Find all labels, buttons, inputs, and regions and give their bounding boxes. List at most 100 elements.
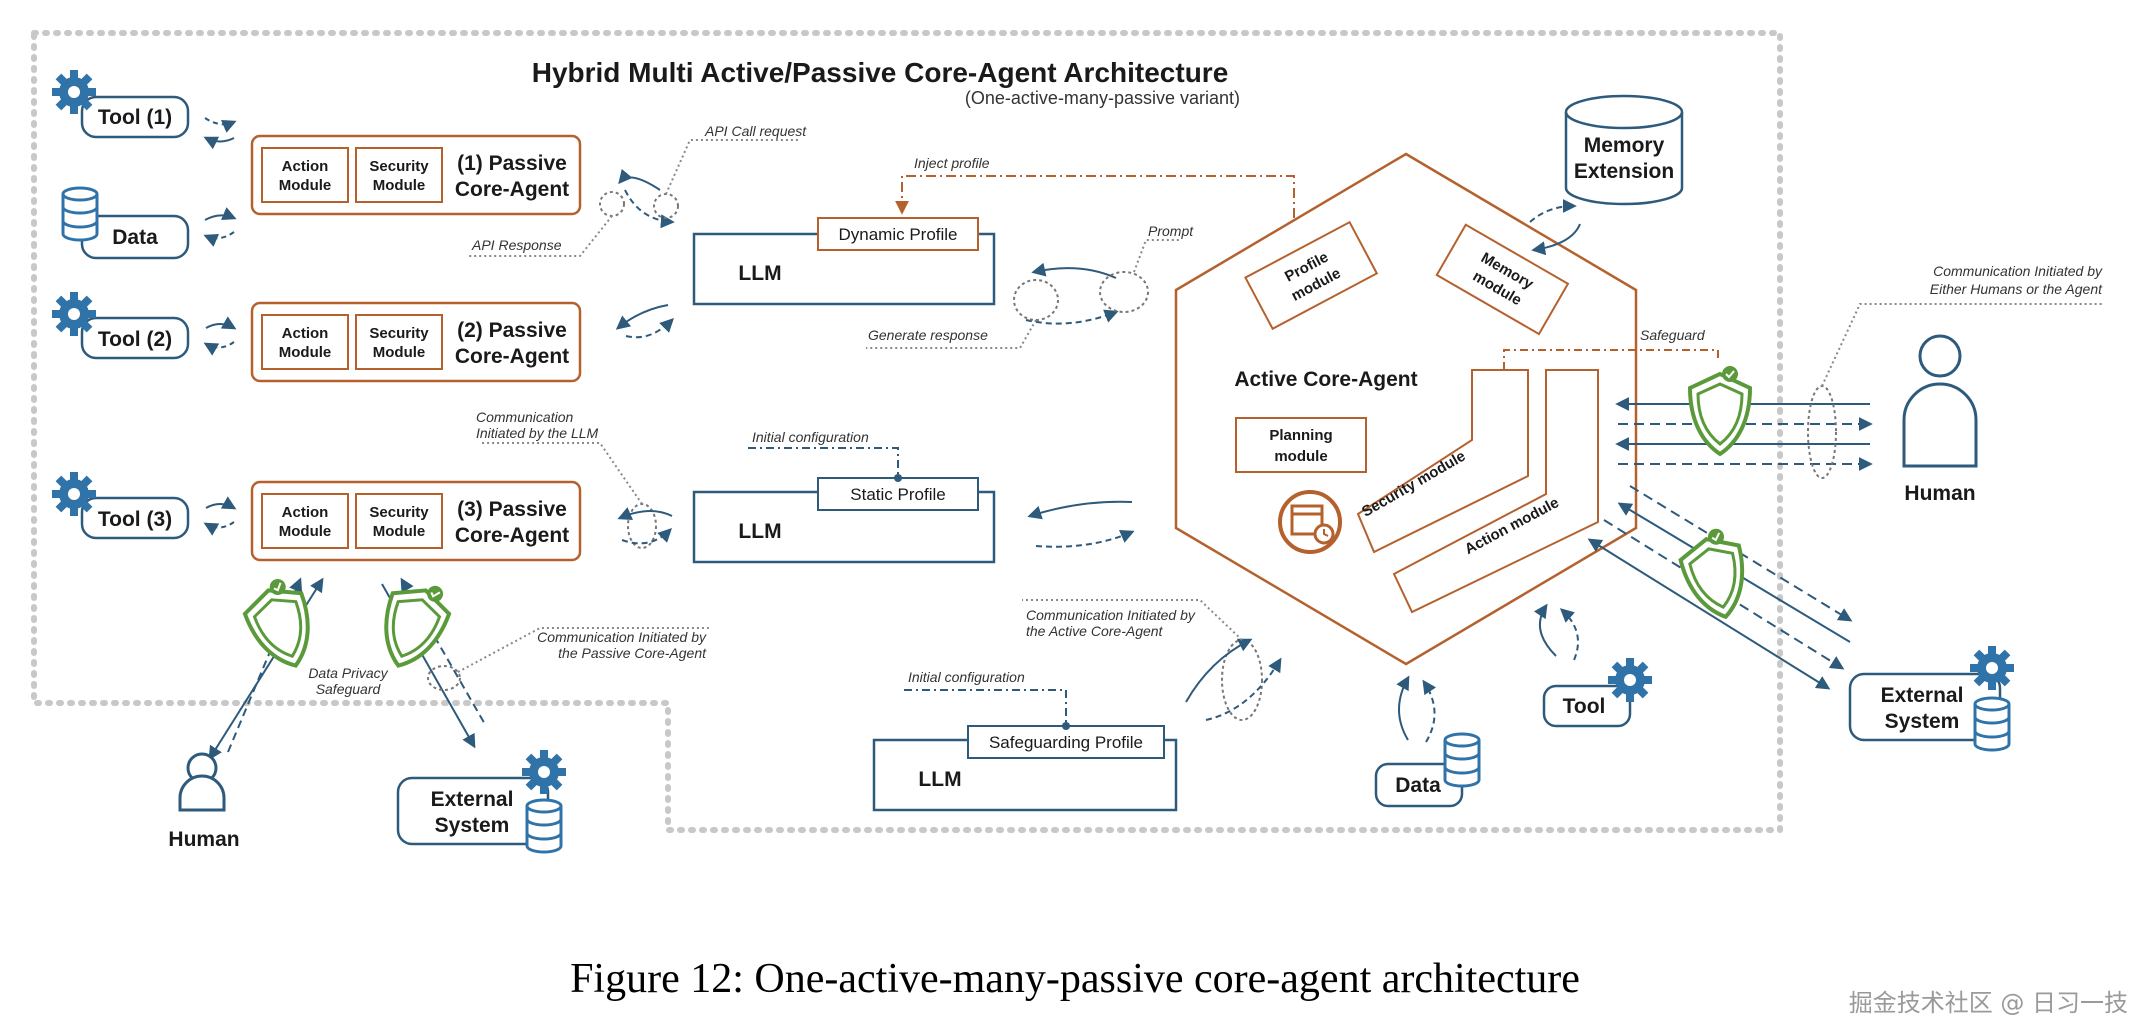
database-icon — [1443, 732, 1481, 788]
database-icon — [61, 186, 99, 242]
active-core-agent-title: Active Core-Agent — [1234, 368, 1417, 391]
memory-extension-label: Extension — [1574, 160, 1674, 183]
passive-core-agent-1: Action Module Security Module (1) Passiv… — [250, 134, 582, 216]
tool-active: Tool — [1542, 658, 1652, 728]
planning-module-label: Planning — [1269, 427, 1332, 444]
gear-icon — [1608, 658, 1652, 702]
planning-module: Planning module — [1235, 417, 1367, 473]
architecture-boundary — [31, 30, 1783, 833]
human-bottom-left: Human — [168, 752, 240, 851]
security-module-label: Module — [373, 523, 426, 540]
passive-agent-name: Core-Agent — [455, 178, 569, 201]
safeguard-line — [1503, 349, 1719, 370]
passive-core-agent-2: Action Module Security Module (2) Passiv… — [250, 301, 582, 383]
llm-label: LLM — [738, 520, 781, 543]
llm-safeguarding: Safeguarding Profile LLM — [872, 725, 1178, 812]
watermark: 掘金技术社区 @ 日习一技 — [1848, 989, 2128, 1017]
passive-core-agent-3: Action Module Security Module (3) Passiv… — [250, 480, 582, 562]
action-module — [1392, 369, 1599, 614]
tool-label: Tool — [1563, 695, 1606, 718]
comm-active-note: Communication Initiated by — [1026, 607, 1196, 623]
external-system-label: External — [1881, 684, 1964, 707]
action-module-label: Module — [279, 177, 332, 194]
external-system-label: System — [1885, 710, 1960, 733]
tool-3: Tool (3) — [52, 472, 190, 540]
api-arrows — [468, 139, 800, 257]
shield-icon — [235, 570, 326, 678]
gear-icon — [52, 472, 96, 516]
comm-passive-note: the Passive Core-Agent — [558, 645, 707, 661]
api-call-note: API Call request — [704, 123, 807, 139]
safeguarding-profile-label: Safeguarding Profile — [989, 733, 1143, 752]
gear-icon — [522, 750, 566, 794]
static-profile-label: Static Profile — [850, 485, 945, 504]
inject-profile-note: Inject profile — [914, 155, 990, 171]
comm-human-note: Either Humans or the Agent — [1930, 281, 2103, 297]
action-module-label: Action — [282, 504, 329, 521]
memory-module: Memory module — [1435, 223, 1570, 336]
action-module-label: Module — [279, 344, 332, 361]
passive-agent-name: (2) Passive — [457, 319, 567, 342]
human-right: Human — [1902, 334, 1978, 505]
initial-config-note: Initial configuration — [908, 669, 1025, 685]
action-module-label: Action — [282, 158, 329, 175]
active-core-agent: Active Core-Agent Profile module Memory … — [1174, 152, 1719, 666]
dynamic-profile-label: Dynamic Profile — [838, 225, 957, 244]
profile-module: Profile module — [1244, 220, 1379, 331]
tool-1-label: Tool (1) — [98, 106, 172, 129]
llm-dynamic: Dynamic Profile LLM — [692, 217, 996, 306]
database-icon — [525, 798, 563, 854]
api-response-note: API Response — [471, 237, 562, 253]
prompt-note: Prompt — [1148, 223, 1194, 239]
safeguard-note: Safeguard — [1640, 327, 1706, 343]
action-module-label: Module — [279, 523, 332, 540]
memory-arrows — [1529, 199, 1581, 256]
shield-icon — [1688, 364, 1752, 456]
passive-agent-name: Core-Agent — [455, 524, 569, 547]
diagram-title: Hybrid Multi Active/Passive Core-Agent A… — [532, 57, 1229, 88]
data-privacy-note: Safeguard — [316, 681, 382, 697]
data-privacy-note: Data Privacy — [308, 665, 388, 681]
prompt-arrows — [866, 239, 1180, 349]
llm-static: Static Profile LLM — [692, 477, 996, 564]
safeguard-llm-arrows — [1022, 599, 1282, 721]
comm-llm-note: Initiated by the LLM — [476, 425, 599, 441]
database-icon — [1973, 696, 2011, 752]
passive-agent-name: Core-Agent — [455, 345, 569, 368]
passive-agent-name: (3) Passive — [457, 498, 567, 521]
security-module-label: Security — [369, 504, 429, 521]
tool-3-label: Tool (3) — [98, 508, 172, 531]
external-system-right: External System — [1848, 646, 2014, 752]
data-store-1: Data — [61, 186, 190, 260]
diagram-subtitle: (One-active-many-passive variant) — [965, 88, 1240, 108]
comm-active-note: the Active Core-Agent — [1026, 623, 1164, 639]
security-module-label: Module — [373, 177, 426, 194]
shield-icon — [368, 570, 459, 678]
security-module-label: Module — [373, 344, 426, 361]
figure-caption: Figure 12: One-active-many-passive core-… — [570, 956, 1580, 1002]
tool-2-label: Tool (2) — [98, 328, 172, 351]
tool-2: Tool (2) — [52, 292, 190, 360]
llm-label: LLM — [738, 262, 781, 285]
llm-passive3-arrows — [480, 442, 673, 549]
tool-arrows — [203, 117, 237, 536]
tool-1: Tool (1) — [52, 70, 190, 139]
action-module-label: Action — [282, 325, 329, 342]
security-module-label: Security — [369, 158, 429, 175]
data-label: Data — [1395, 774, 1441, 797]
planning-module-label: module — [1274, 448, 1327, 465]
data-active: Data — [1374, 732, 1481, 808]
memory-extension-label: Memory — [1584, 134, 1665, 157]
data-label: Data — [112, 226, 158, 249]
llm-label: LLM — [918, 768, 961, 791]
human-icon — [178, 752, 226, 812]
external-system-label: System — [435, 814, 510, 837]
tool-active-arrows — [1533, 603, 1579, 661]
shield-icon — [1673, 522, 1757, 627]
generate-response-note: Generate response — [868, 327, 988, 343]
comm-passive-note: Communication Initiated by — [537, 629, 707, 645]
gear-icon — [52, 292, 96, 336]
human-label: Human — [1904, 482, 1975, 505]
security-module-label: Security — [369, 325, 429, 342]
